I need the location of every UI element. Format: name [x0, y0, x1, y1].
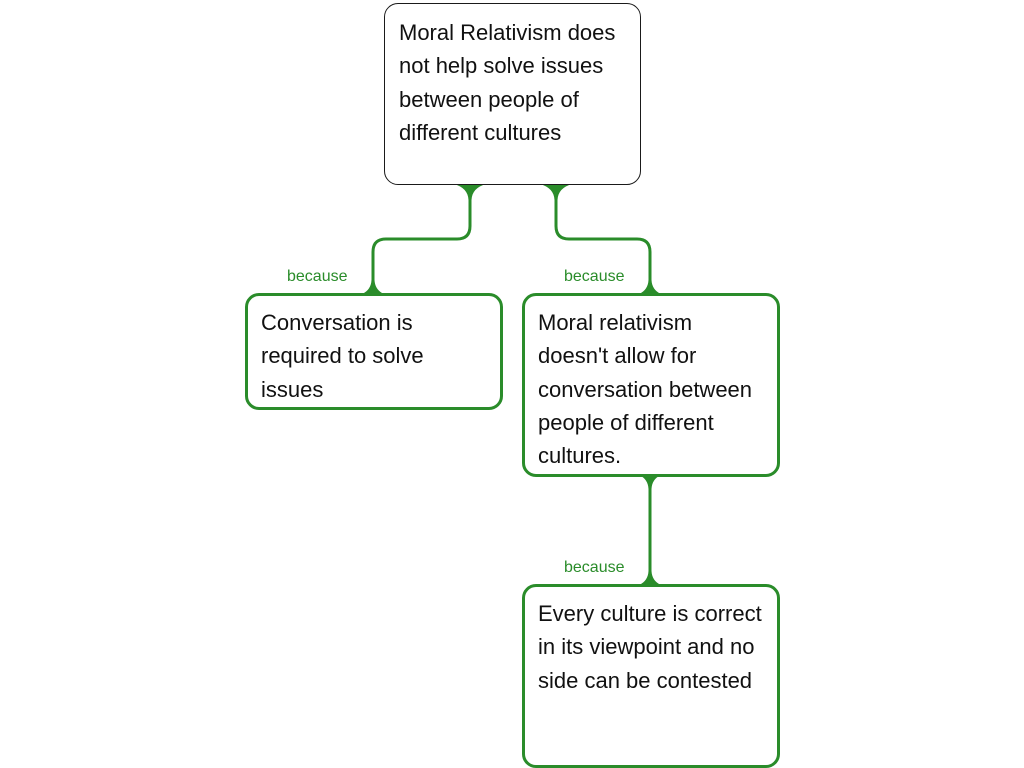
claim-node[interactable]: Moral Relativism does not help solve iss…	[384, 3, 641, 185]
joint-claim-right	[540, 184, 572, 200]
joint-reason-2-bottom	[639, 475, 661, 489]
reason-node-2[interactable]: Moral relativism doesn't allow for conve…	[522, 293, 780, 477]
reason-1-text: Conversation is required to solve issues	[261, 310, 424, 402]
reason-3-text: Every culture is correct in its viewpoin…	[538, 601, 762, 693]
claim-text: Moral Relativism does not help solve iss…	[399, 20, 616, 145]
reason-node-3[interactable]: Every culture is correct in its viewpoin…	[522, 584, 780, 768]
because-label-reason-1: because	[287, 268, 348, 285]
reason-node-1[interactable]: Conversation is required to solve issues	[245, 293, 503, 410]
joint-reason-3-top	[639, 571, 661, 585]
because-label-reason-3: because	[564, 559, 625, 576]
joint-claim-left	[454, 184, 486, 200]
reason-2-text: Moral relativism doesn't allow for conve…	[538, 310, 753, 469]
connector-claim-reason-1	[371, 183, 472, 295]
connector-claim-reason-2	[554, 183, 652, 295]
because-label-reason-2: because	[564, 268, 625, 285]
joint-reason-2-top	[639, 280, 661, 294]
joint-reason-1-top	[362, 280, 384, 294]
